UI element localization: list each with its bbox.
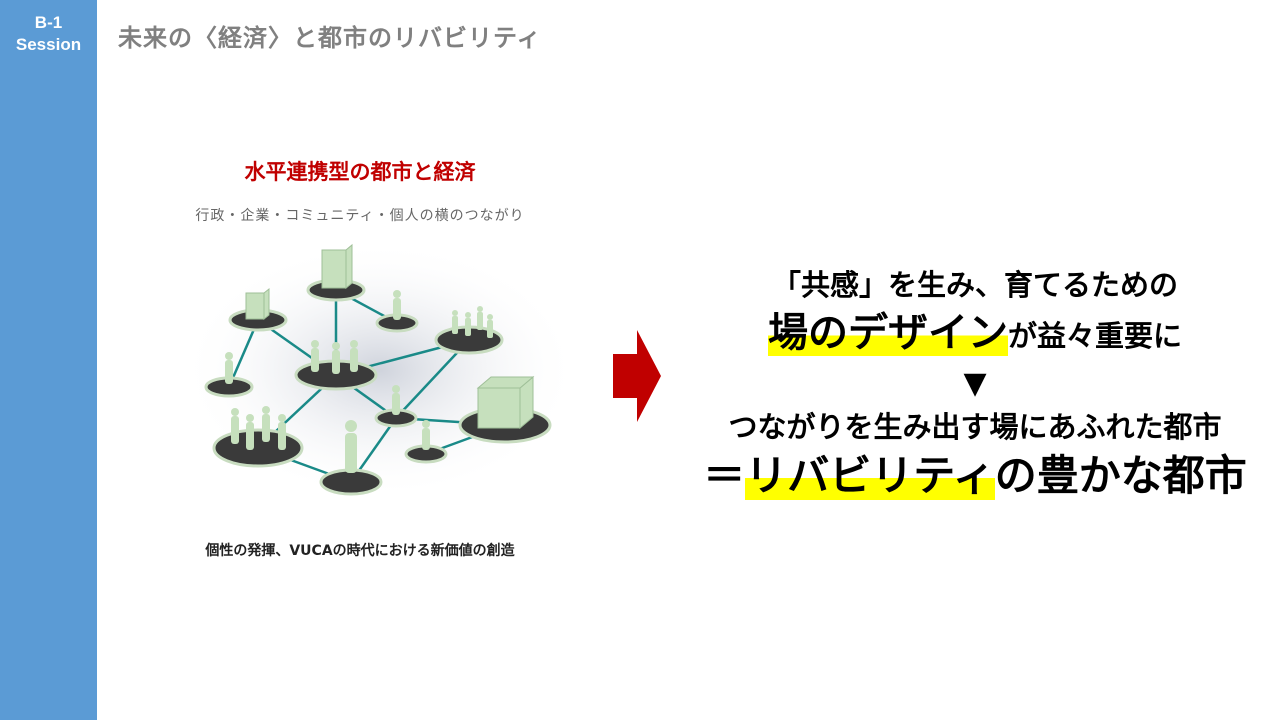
message-line2-rest: が益々重要に [1007,319,1182,353]
down-triangle-icon: ▼ [963,366,987,401]
session-badge: B-1 Session [0,12,97,56]
message-line4: ＝リバビリティの豊かな都市 [690,442,1260,503]
equals-sign: ＝ [703,451,746,500]
message-line1: 「共感」を生み、育てるための [771,268,1178,302]
highlight-livability: リバビリティ [745,451,995,500]
message-line3: つながりを生み出す場にあふれた都市 [728,410,1222,444]
highlight-place-design: 場のデザイン [767,310,1008,356]
figure-caption: 個性の発揮、VUCAの時代における新価値の創造 [205,543,515,559]
badge-line1: B-1 [34,13,63,32]
figure-subtitle: 行政・企業・コミュニティ・個人の横のつながり [195,208,525,224]
slide-title: 未来の〈経済〉と都市のリバビリティ [118,24,542,52]
network-illustration [180,240,580,500]
people [225,290,493,473]
badge-line2: Session [15,35,82,54]
sidebar: B-1 Session [0,0,97,720]
message-line2: 場のデザインが益々重要に [690,300,1260,358]
figure-title: 水平連携型の都市と経済 [244,160,476,184]
network-nodes [204,278,552,496]
right-arrow-icon [613,330,661,422]
message-line4-rest: の豊かな都市 [994,451,1247,500]
buildings [245,243,535,430]
